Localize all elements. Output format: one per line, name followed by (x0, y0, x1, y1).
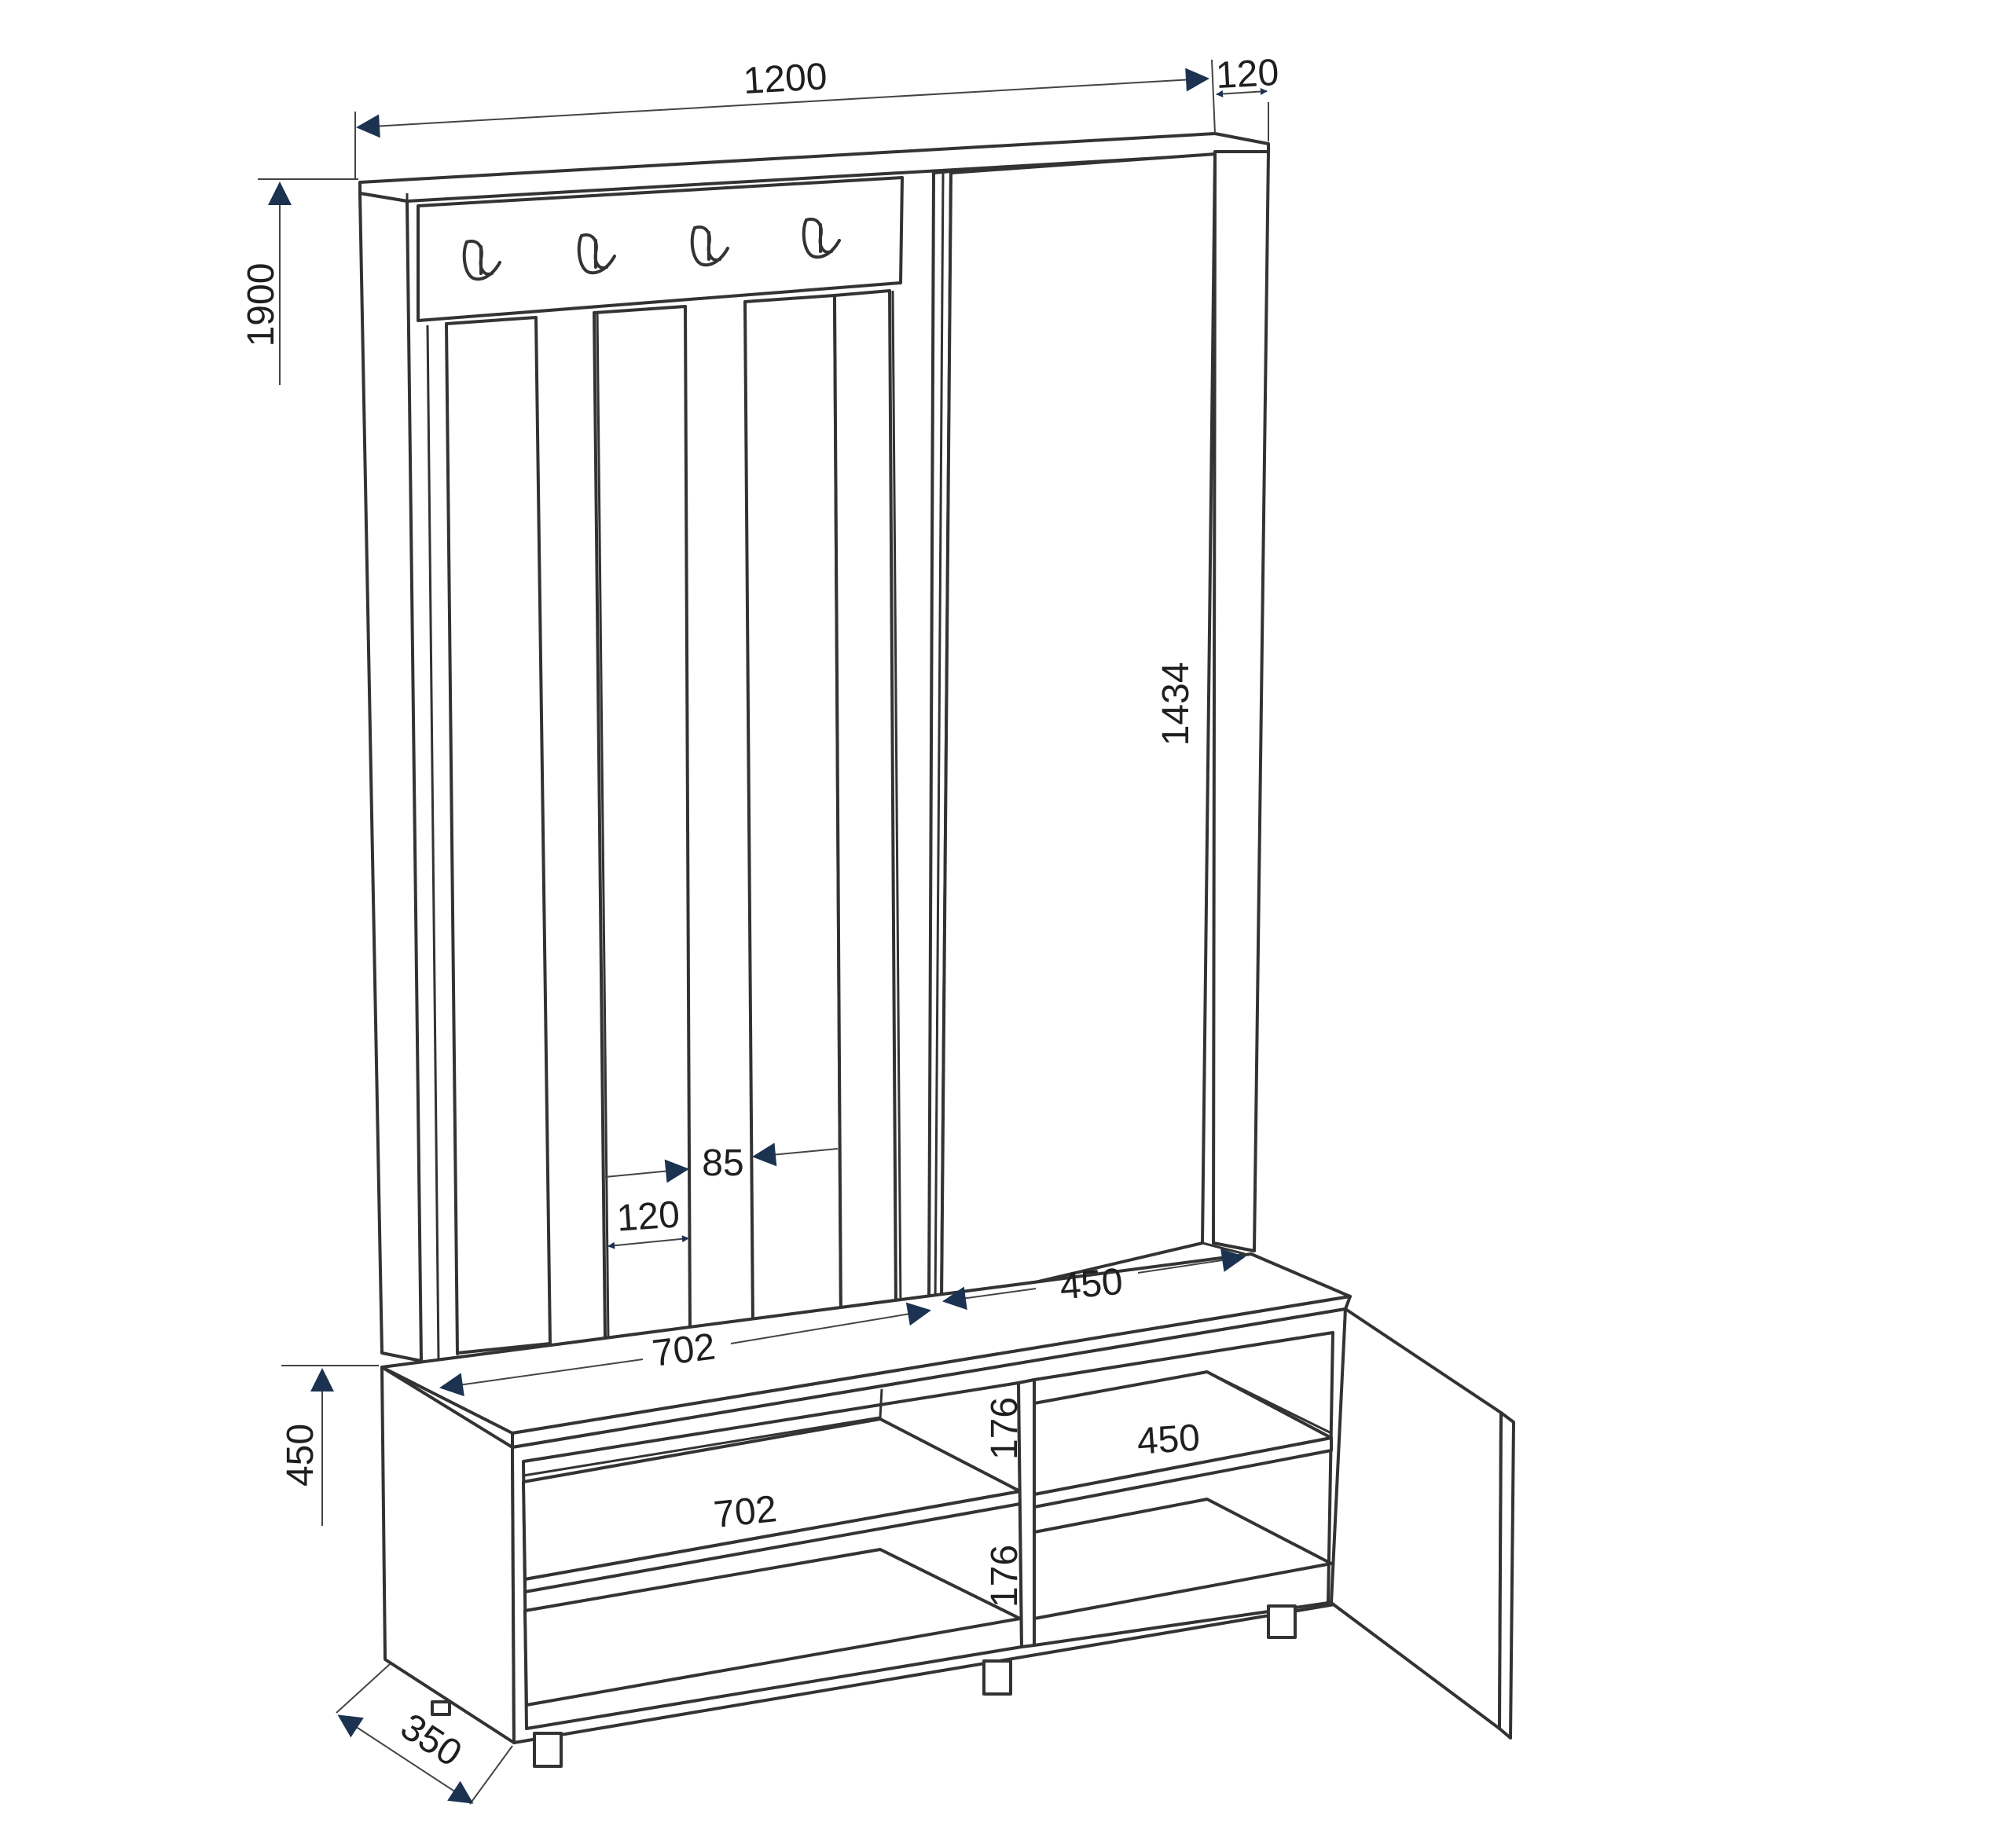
open-door-edge (1498, 1411, 1515, 1740)
dim-slat-gap: 85 (702, 1142, 743, 1184)
dim-depth-top: 120 (1215, 52, 1280, 97)
leg (533, 1732, 563, 1768)
double-coat-hook-icon (462, 240, 501, 281)
base-middle-divider (1017, 1378, 1036, 1648)
dim-shelf-width-right: 450 (1136, 1417, 1202, 1462)
dim-overall-width: 1200 (742, 56, 828, 102)
dim-cabinet-height: 1434 (1155, 662, 1197, 746)
dim-shelf-height-upper: 176 (984, 1397, 1026, 1460)
left-side-panel (358, 192, 423, 1362)
dim-slat-width: 120 (615, 1194, 681, 1239)
slat (743, 294, 842, 1329)
upper-frame (358, 132, 1270, 1362)
slat (445, 316, 552, 1355)
slats (445, 289, 902, 1355)
dim-cabinet-seat-width: 450 (1058, 1261, 1124, 1308)
bench-base (380, 1252, 1515, 1768)
leg (1267, 1604, 1297, 1639)
hook-board (417, 176, 904, 322)
dim-shelf-width-left: 702 (712, 1488, 779, 1536)
double-coat-hook-icon (690, 226, 729, 267)
coat-hooks (462, 218, 841, 281)
slat (593, 305, 692, 1342)
dim-bench-seat-width: 702 (650, 1326, 718, 1374)
dim-base-depth: 350 (393, 1706, 468, 1775)
right-side-panel (1212, 150, 1270, 1252)
dim-total-height: 1900 (240, 263, 282, 347)
dim-shelf-height-lower: 176 (984, 1545, 1026, 1608)
leg (431, 1700, 451, 1716)
dim-base-height: 450 (280, 1424, 321, 1487)
slat (833, 289, 897, 1320)
open-door (1330, 1307, 1503, 1730)
double-coat-hook-icon (802, 218, 841, 259)
leg (982, 1659, 1012, 1696)
double-coat-hook-icon (577, 233, 616, 275)
